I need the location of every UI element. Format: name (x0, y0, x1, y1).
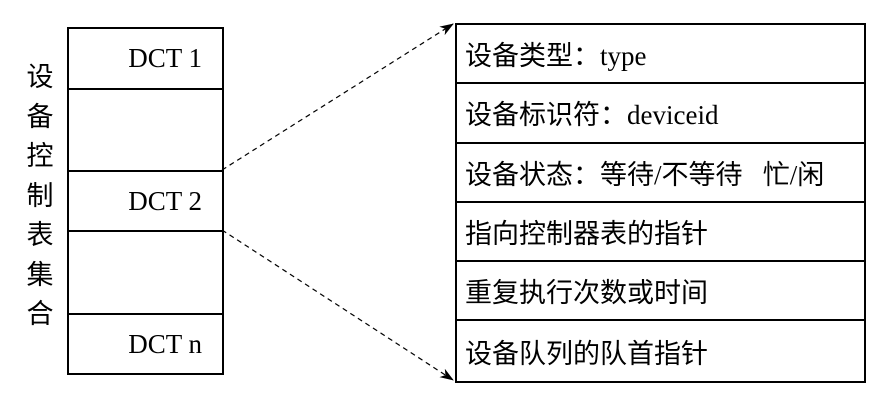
field-queue-head-pointer: 设备队列的队首指针 (465, 338, 708, 369)
dct-row-2: DCT 2 (69, 172, 222, 232)
dct-set-table: DCT 1 DCT 2 DCT n (67, 27, 224, 375)
label-char: 设 (26, 62, 54, 92)
dct-row-1: DCT 1 (69, 29, 222, 90)
field-device-id: 设备标识符：deviceid (457, 84, 864, 144)
field-controller-pointer: 指向控制器表的指针 (457, 203, 864, 263)
label-char: 制 (26, 180, 54, 211)
label-char: 控 (26, 141, 54, 171)
dct-detail-table: 设备类型：type 设备标识符：deviceid 设备状态：等待/不等待 忙/闲… (455, 23, 866, 383)
dct-row-gap (69, 232, 222, 315)
arrow-to-bottom (221, 229, 454, 381)
dct-set-label: 设 备 控 制 表 集 合 (22, 58, 58, 335)
label-char: 集 (26, 259, 54, 290)
field-device-type: 设备类型：type (457, 25, 864, 85)
field-retry-count: 重复执行次数或时间 (457, 262, 864, 322)
dct-row-gap (69, 90, 222, 172)
label-char: 表 (26, 220, 54, 250)
arrow-to-top (221, 23, 454, 171)
label-char: 备 (26, 101, 54, 132)
label-char: 合 (26, 299, 54, 329)
field-device-status: 设备状态：等待/不等待 忙/闲 (457, 144, 864, 203)
dct-row-n: DCT n (128, 328, 202, 359)
